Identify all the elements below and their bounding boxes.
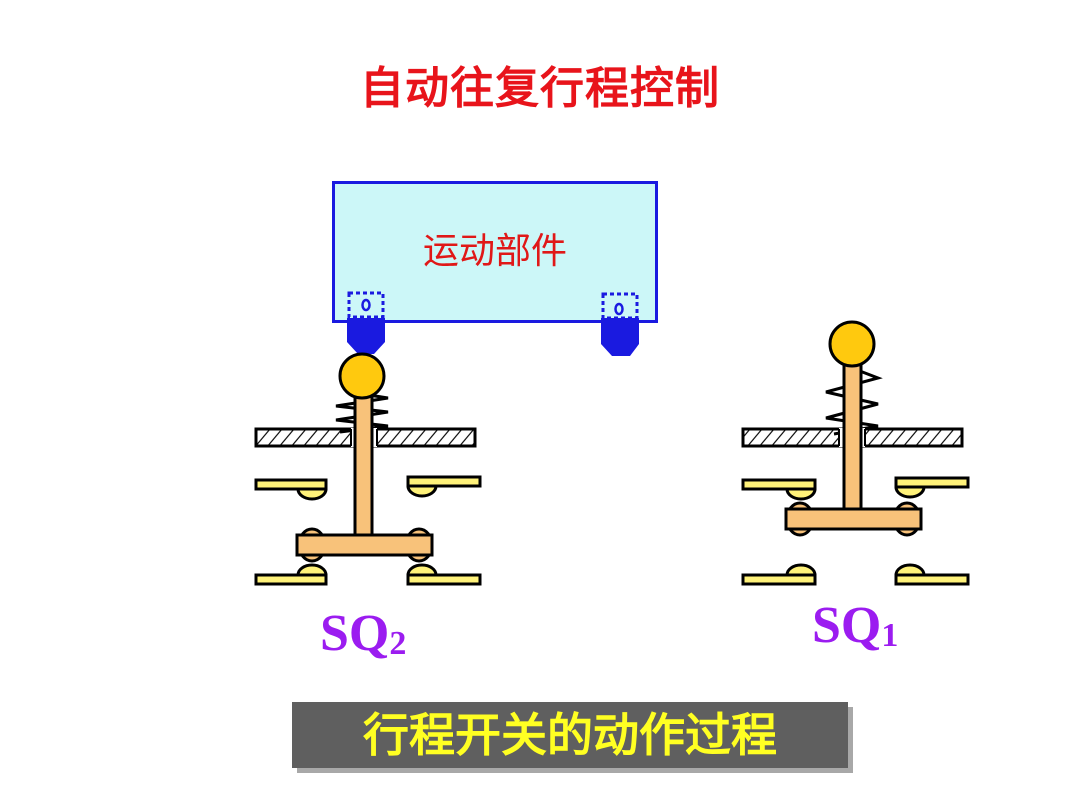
- sq2-label-sub: 2: [389, 625, 407, 662]
- slide-title: 自动往复行程控制: [360, 63, 720, 114]
- lower-left-contact: [254, 573, 328, 586]
- right-cam: [601, 292, 639, 356]
- moving-bridge: [784, 507, 923, 531]
- roller: [828, 320, 876, 368]
- contact-bump: [894, 485, 926, 499]
- roller: [338, 352, 386, 400]
- spring-icon: [825, 366, 883, 436]
- cam-block: [347, 318, 385, 354]
- contact-bump: [894, 563, 926, 577]
- sq1-label: SQ1: [812, 596, 898, 655]
- contact-bump: [296, 563, 328, 577]
- sq2-label: SQ2: [320, 604, 406, 663]
- plunger-stem: [353, 388, 374, 542]
- switch-sq1: [741, 320, 970, 586]
- caption-banner: 行程开关的动作过程: [292, 702, 848, 768]
- cam-outline: [347, 291, 385, 319]
- upper-right-contact: [894, 476, 970, 489]
- contact-bump: [296, 487, 328, 501]
- upper-left-contact: [741, 478, 817, 491]
- cam-pin-icon: [614, 302, 624, 316]
- moving-part-box: 运动部件: [332, 181, 658, 323]
- lower-right-contact: [406, 573, 482, 586]
- contact-bump: [785, 487, 817, 501]
- contact-bump: [785, 563, 817, 577]
- switch-sq2: [254, 352, 482, 586]
- cam-outline: [601, 292, 639, 320]
- moving-part-label: 运动部件: [422, 231, 567, 272]
- sq2-label-main: SQ: [320, 605, 390, 662]
- upper-left-contact: [254, 478, 328, 491]
- spring-icon: [335, 392, 389, 434]
- lower-right-contact: [894, 573, 970, 586]
- plunger-stem: [842, 358, 863, 514]
- contact-bump: [406, 563, 438, 577]
- sq1-label-main: SQ: [812, 597, 882, 654]
- upper-right-contact: [406, 475, 482, 488]
- cam-block: [601, 318, 639, 356]
- lower-left-contact: [741, 573, 817, 586]
- moving-bridge: [295, 533, 434, 557]
- sq1-label-sub: 1: [881, 617, 899, 654]
- left-cam: [347, 291, 385, 354]
- contact-bump: [406, 484, 438, 498]
- cam-pin-icon: [361, 298, 371, 312]
